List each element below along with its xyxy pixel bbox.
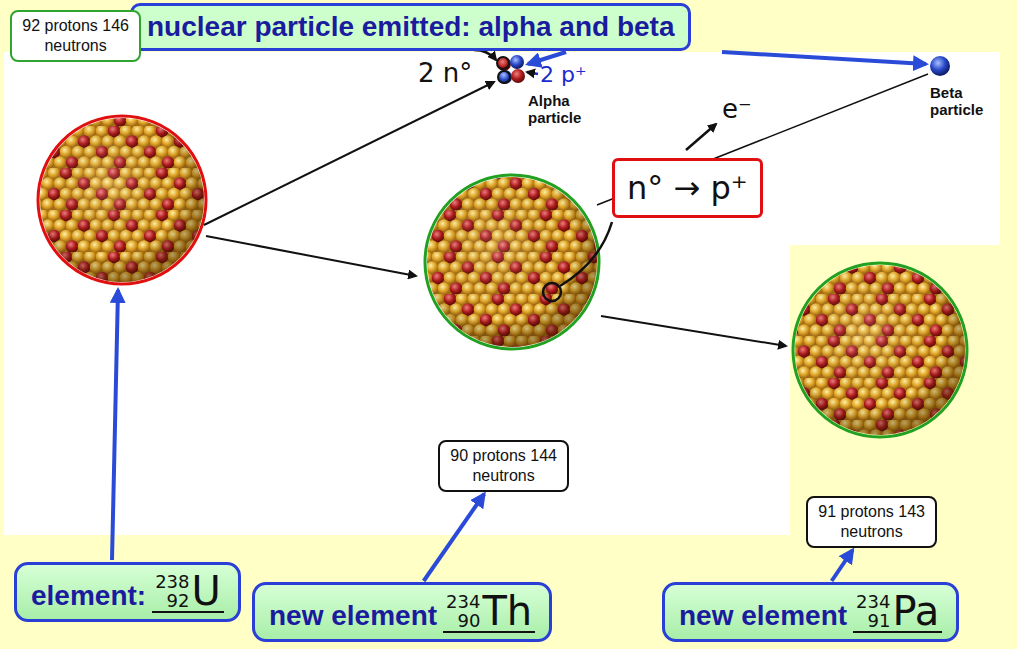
hand-outline — [425, 175, 599, 349]
element-bubble: new element23491Pa — [662, 582, 959, 642]
nucleus-shade — [40, 118, 204, 282]
hand-note: 2 n° — [418, 58, 472, 88]
count-box: 91 protons 143 neutrons — [806, 496, 937, 548]
box-text: 90 protons 144 neutrons — [448, 446, 559, 486]
alpha-particle — [497, 55, 525, 84]
mass-number: 234 — [446, 593, 480, 612]
nucleus-balls — [795, 265, 965, 435]
element-bubble: new element23490Th — [252, 582, 552, 642]
annotation-box: n° → p⁺ — [612, 158, 763, 218]
isotope-symbol: 23892U — [152, 571, 224, 613]
nucleus-balls — [40, 118, 204, 282]
hand-circle — [497, 57, 509, 69]
nucleus-shade — [427, 177, 597, 347]
atomic-number: 91 — [868, 612, 891, 631]
hand-arrow — [686, 124, 716, 150]
callout-arrow — [722, 52, 926, 64]
thorium-nucleus — [425, 175, 599, 349]
particle-label: Alpha particle — [528, 92, 597, 127]
hand-circle — [543, 283, 561, 301]
uranium-nucleus — [38, 116, 206, 284]
element-symbol: Th — [482, 591, 532, 631]
box-text: n° → p⁺ — [627, 169, 748, 207]
bubble-text: element: — [31, 579, 146, 613]
element-symbol: U — [192, 571, 221, 611]
callout-arrow — [832, 550, 853, 581]
count-box: 92 protons 146 neutrons — [10, 10, 141, 62]
nucleus-balls — [427, 177, 597, 347]
decay-arrow — [601, 316, 786, 346]
isotope-numbers: 23490 — [446, 593, 480, 631]
bubble-text: new element — [679, 599, 847, 633]
callout-arrow — [424, 494, 484, 581]
image-ground — [4, 52, 790, 535]
particle-ball — [497, 57, 511, 71]
element-symbol: Pa — [892, 591, 939, 631]
decay-arrow — [204, 82, 494, 225]
count-box: 90 protons 144 neutrons — [438, 440, 569, 492]
title: nuclear particle emitted: alpha and beta — [147, 11, 674, 42]
mass-number: 238 — [155, 573, 189, 592]
hand-arrow — [474, 50, 496, 60]
decay-arrow — [206, 236, 416, 276]
box-text: 91 protons 143 neutrons — [816, 502, 927, 542]
hand-circle — [498, 71, 510, 83]
element-bubble: element:23892U — [14, 562, 241, 622]
particle-ball — [498, 70, 512, 84]
beta-particle — [930, 56, 950, 76]
isotope-symbol: 23491Pa — [853, 591, 942, 633]
particle-label: Beta particle — [930, 84, 999, 119]
hand-stroke — [560, 222, 612, 286]
box-text: 92 protons 146 neutrons — [20, 16, 131, 56]
hand-outline — [38, 116, 206, 284]
title-banner: nuclear particle emitted: alpha and beta — [130, 3, 691, 51]
bubble-text: new element — [269, 599, 437, 633]
callout-arrow — [112, 290, 118, 560]
protactinium-nucleus — [793, 263, 967, 437]
hand-outline — [793, 263, 967, 437]
mass-number: 234 — [856, 593, 890, 612]
hand-note: 2 p⁺ — [540, 62, 587, 87]
isotope-numbers: 23491 — [856, 593, 890, 631]
hand-arrow — [527, 72, 538, 74]
atomic-number: 90 — [458, 612, 481, 631]
hand-note: e⁻ — [722, 94, 752, 124]
nucleus-shade — [795, 265, 965, 435]
particle-ball — [510, 55, 524, 69]
particle-ball — [511, 69, 525, 83]
atomic-number: 92 — [167, 592, 190, 611]
isotope-symbol: 23490Th — [443, 591, 535, 633]
isotope-numbers: 23892 — [155, 573, 189, 611]
